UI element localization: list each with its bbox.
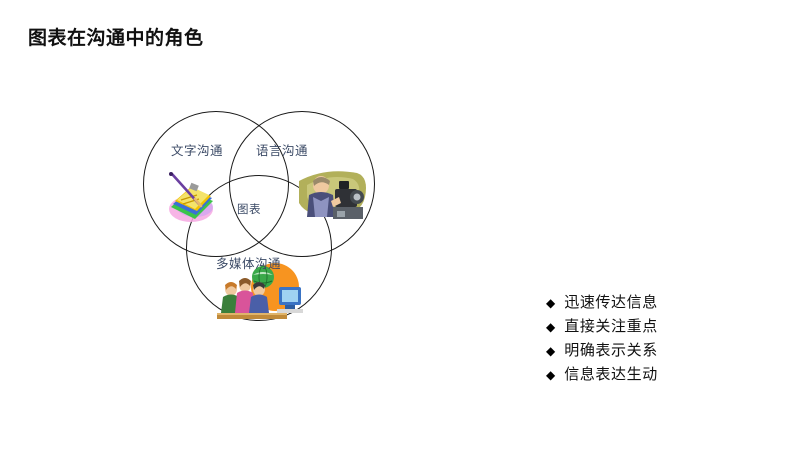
list-item-label: 迅速传达信息: [564, 294, 658, 311]
list-item-label: 直接关注重点: [564, 318, 658, 335]
benefits-bullet-list: ◆ 迅速传达信息 ◆ 直接关注重点 ◆ 明确表示关系 ◆ 信息表达生动: [546, 291, 766, 387]
list-item: ◆ 迅速传达信息: [546, 291, 766, 315]
venn-label-multimedia-communication: 多媒体沟通: [216, 257, 282, 271]
diamond-bullet-icon: ◆: [546, 296, 556, 310]
list-item: ◆ 明确表示关系: [546, 339, 766, 363]
diamond-bullet-icon: ◆: [546, 320, 556, 334]
venn-label-speech-communication: 语言沟通: [256, 144, 309, 158]
list-item: ◆ 信息表达生动: [546, 363, 766, 387]
diamond-bullet-icon: ◆: [546, 344, 556, 358]
list-item-label: 明确表示关系: [564, 342, 658, 359]
broadcast-camera-icon: [295, 167, 371, 229]
list-item-label: 信息表达生动: [564, 366, 658, 383]
diamond-bullet-icon: ◆: [546, 368, 556, 382]
venn-label-text-communication: 文字沟通: [171, 144, 224, 158]
notepad-pen-icon: [157, 171, 223, 227]
people-globe-computer-icon: [217, 263, 309, 321]
venn-circle-multimedia-communication: [186, 175, 332, 321]
venn-label-center-chart: 图表: [237, 204, 261, 216]
page-title: 图表在沟通中的角色: [28, 28, 204, 49]
venn-diagram: 文字沟通 语言沟通 多媒体沟通 图表: [143, 111, 375, 321]
list-item: ◆ 直接关注重点: [546, 315, 766, 339]
